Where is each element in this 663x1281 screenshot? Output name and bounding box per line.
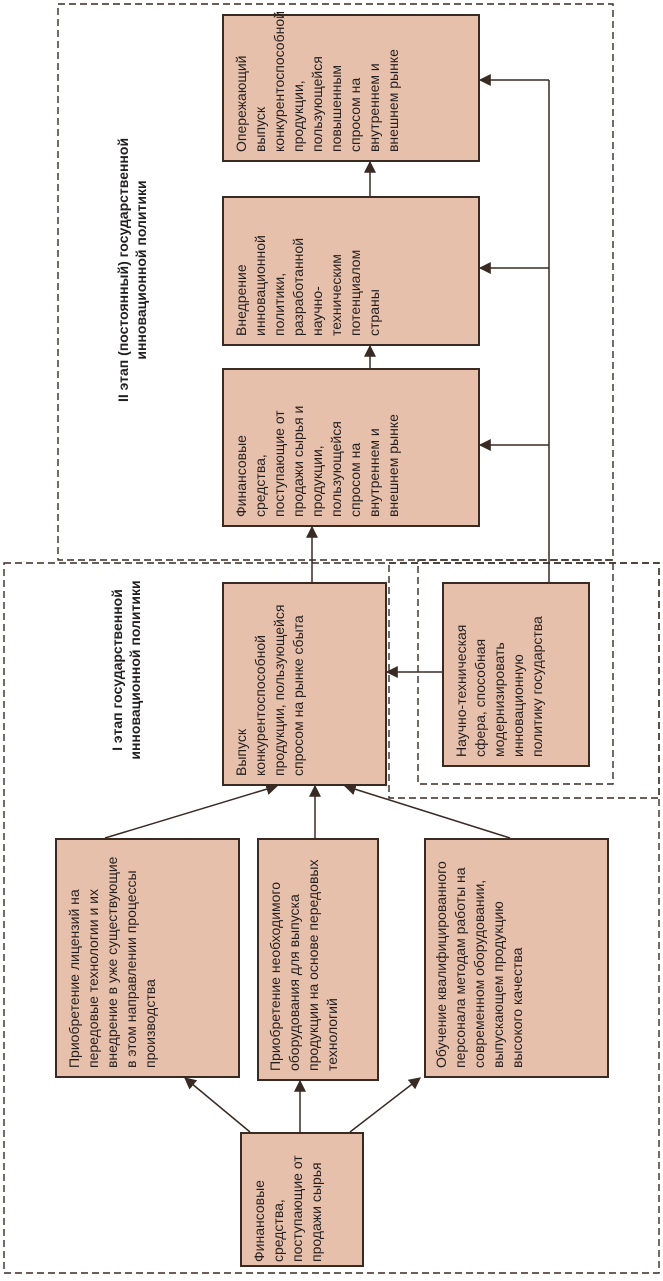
box-training-text: Обучение квалифицированного персонала ме… [433,861,525,1068]
box-training [424,838,609,1078]
box-funds-raw-text: Финансовые средства, поступающие от прод… [251,1155,324,1262]
box-science-text: Научно-техническая сфера, способная моде… [453,616,545,757]
stage2-frame [57,3,614,561]
stage2-title: II этап (постоянный) государственной инн… [115,137,149,403]
box-output1-text: Выпуск конкурентоспособной продукции, по… [233,604,306,776]
box-equipment [257,838,379,1081]
box-equipment-text: Приобретение необходимого оборудования д… [267,859,340,1071]
box-funds2-text: Финансовые средства, поступающие от прод… [233,405,401,517]
box-funds-raw [240,1132,364,1267]
arrow-licenses-to-output [104,783,279,839]
box-advanced-output-text: Опережающий выпуск конкурентоспособной п… [233,11,401,152]
box-science [442,582,590,767]
box-implementation [222,196,480,346]
stage1-inner-frame [388,562,660,799]
box-licenses [55,838,240,1078]
box-advanced-output [222,14,480,162]
box-implementation-text: Внедрение инновационной политики, разраб… [233,235,382,336]
arrow-funds-to-licenses [184,1077,251,1133]
arrow-funds-to-training [349,1077,421,1133]
box-output1 [222,582,387,786]
box-funds2 [222,368,480,527]
box-licenses-text: Приобретение лицензий на передовые техно… [66,856,158,1068]
stage1-title: I этап государственной инновационной пол… [109,580,143,760]
arrow-training-to-output [343,783,511,839]
